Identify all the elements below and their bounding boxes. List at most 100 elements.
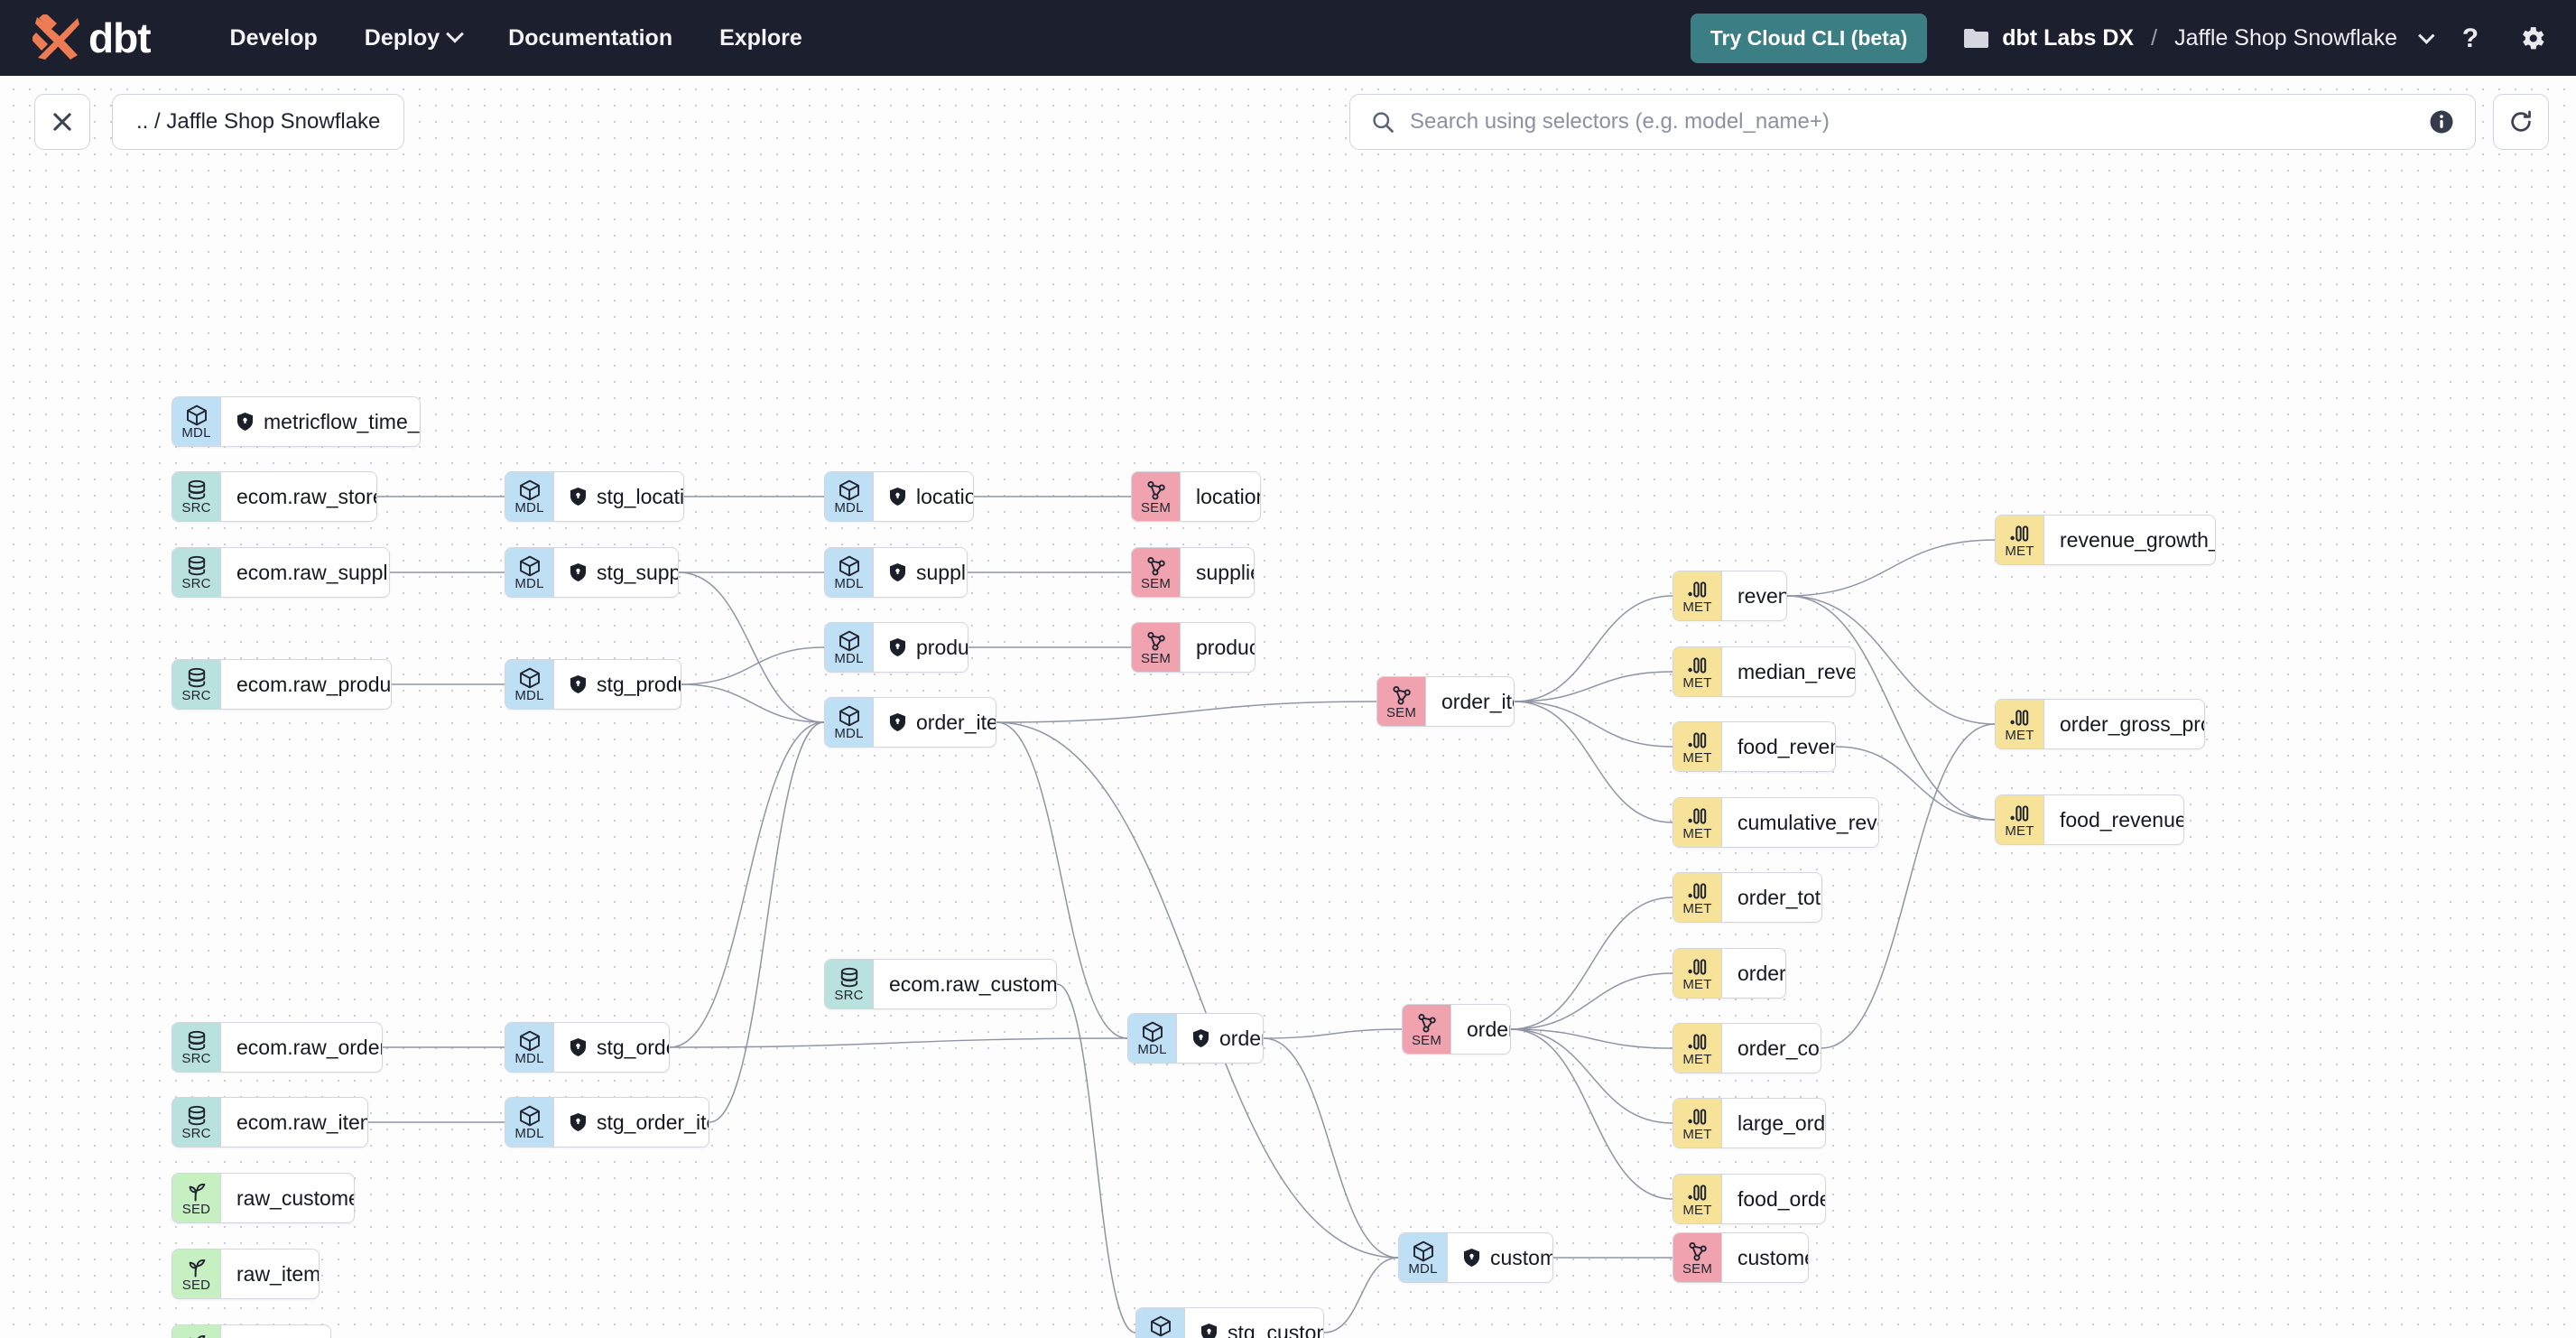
node-type-badge-met: MET xyxy=(1996,795,2044,844)
node-type-label: SEM xyxy=(1140,499,1172,516)
shield-lock-icon xyxy=(1193,1029,1209,1047)
node-body: ecom.raw_supplies xyxy=(221,548,389,597)
dbt-wordmark: dbt xyxy=(88,14,152,61)
database-icon xyxy=(188,555,205,575)
lineage-nodes: MDLmetricflow_time_spineSRCecom.raw_stor… xyxy=(0,76,2576,1338)
node-body: food_revenue_pct xyxy=(2044,795,2183,844)
database-icon xyxy=(840,967,857,988)
nav-item-deploy[interactable]: Deploy xyxy=(341,16,485,60)
graph-node-sem_products[interactable]: SEMproducts xyxy=(1131,622,1256,673)
lineage-graph-canvas[interactable]: .. / Jaffle Shop Snowflake MDLmetricflow… xyxy=(0,76,2576,1338)
node-body: products xyxy=(874,623,968,672)
info-icon[interactable] xyxy=(2428,108,2455,135)
node-label: orders xyxy=(1737,961,1786,985)
node-label: large_order xyxy=(1737,1110,1826,1135)
node-body: ecom.raw_orders xyxy=(221,1023,382,1072)
graph-node-mdl_customers[interactable]: MDLcustomers xyxy=(1398,1232,1553,1283)
graph-node-met_orders[interactable]: METorders xyxy=(1673,948,1786,999)
nav-item-explore[interactable]: Explore xyxy=(696,16,826,60)
nav-item-documentation[interactable]: Documentation xyxy=(485,16,696,60)
node-type-badge-sed: SED xyxy=(172,1174,221,1222)
graph-node-mdl_locations[interactable]: MDLlocations xyxy=(824,471,974,522)
node-type-badge-mdl: MDL xyxy=(505,472,554,521)
graph-node-mdl_orders[interactable]: MDLorders xyxy=(1127,1013,1264,1064)
node-label: products xyxy=(916,635,968,659)
node-label: stg_supplies xyxy=(597,560,678,584)
node-type-badge-sed: SED xyxy=(172,1250,221,1298)
node-label: products xyxy=(1196,635,1255,659)
node-label: stg_customers xyxy=(1228,1320,1323,1338)
node-label: order_items xyxy=(916,710,996,734)
bar-chart-icon xyxy=(2008,710,2028,726)
dbt-logo[interactable]: dbt xyxy=(32,14,152,61)
node-label: order_total xyxy=(1737,885,1821,909)
graph-node-mdl_order_items[interactable]: MDL order_items xyxy=(824,697,996,748)
graph-node-met_order_cost[interactable]: MET order_cost xyxy=(1673,1023,1821,1073)
search-input[interactable] xyxy=(1410,109,2428,135)
node-body: order_total xyxy=(1722,873,1821,922)
node-type-badge-mdl: MDL xyxy=(825,698,874,747)
nav-item-develop-label: Develop xyxy=(229,24,318,51)
node-label: stg_products xyxy=(597,672,681,696)
semantic-graph-icon xyxy=(1146,556,1165,576)
node-type-label: SEM xyxy=(1682,1260,1713,1277)
graph-node-mdl_products[interactable]: MDL products xyxy=(824,622,968,673)
try-cloud-cli-button[interactable]: Try Cloud CLI (beta) xyxy=(1690,13,1928,63)
graph-node-sem_customers[interactable]: SEMcustomers xyxy=(1673,1232,1809,1283)
node-type-badge-met: MET xyxy=(1996,516,2044,564)
bar-chart-icon xyxy=(1686,883,1706,899)
node-type-badge-met: MET xyxy=(1673,1024,1722,1073)
graph-node-mdl_supplies[interactable]: MDLsupplies xyxy=(824,547,968,598)
node-body: large_order xyxy=(1722,1099,1826,1148)
refresh-button[interactable] xyxy=(2493,94,2549,150)
nav-item-develop[interactable]: Develop xyxy=(207,16,341,60)
graph-node-sem_orders[interactable]: SEMorders xyxy=(1402,1004,1511,1055)
node-label: customers xyxy=(1490,1245,1552,1269)
node-label: order_cost xyxy=(1737,1036,1821,1060)
node-label: locations xyxy=(1196,484,1260,508)
graph-node-sem_supplies[interactable]: SEMsupplies xyxy=(1131,547,1255,598)
node-type-label: SRC xyxy=(181,499,211,516)
node-body: revenue xyxy=(1722,571,1786,620)
cube-icon xyxy=(1142,1021,1163,1043)
graph-node-sem_locations[interactable]: SEM locations xyxy=(1131,471,1261,522)
node-type-badge-sem: SEM xyxy=(1132,548,1181,597)
search-bar[interactable] xyxy=(1349,94,2476,150)
node-type-label: MDL xyxy=(834,650,864,666)
bar-chart-icon xyxy=(1686,959,1706,975)
node-type-label: MET xyxy=(1682,1202,1712,1218)
settings-button[interactable] xyxy=(2511,17,2553,59)
account-project-breadcrumb[interactable]: dbt Labs DX / Jaffle Shop Snowflake xyxy=(1963,25,2435,51)
breadcrumb-chip[interactable]: .. / Jaffle Shop Snowflake xyxy=(112,94,405,150)
close-button[interactable] xyxy=(34,94,90,150)
help-button[interactable]: ? xyxy=(2450,17,2491,59)
nav-item-documentation-label: Documentation xyxy=(508,24,673,51)
